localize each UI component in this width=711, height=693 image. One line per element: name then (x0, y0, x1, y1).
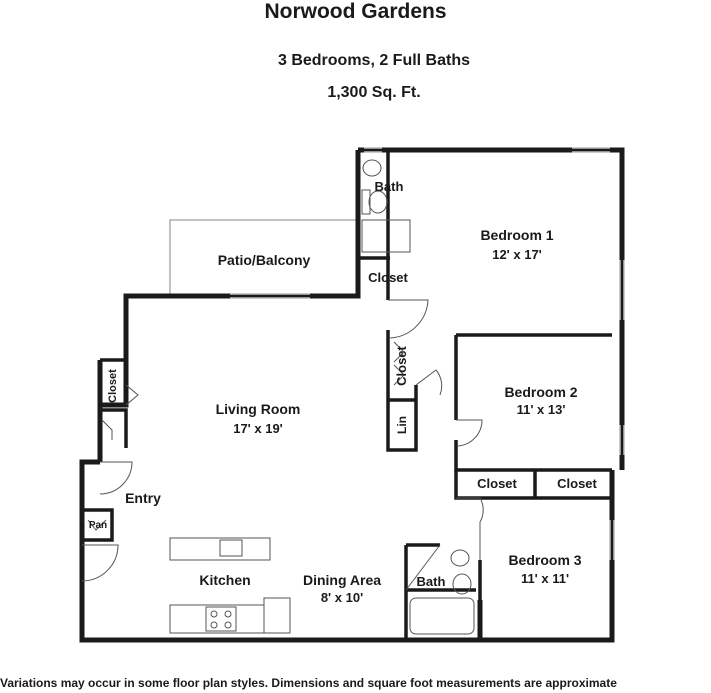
closet-top-label: Closet (368, 270, 408, 285)
bedroom1-label: Bedroom 1 (480, 227, 553, 243)
bedroom2-size: 11' x 13' (517, 402, 566, 417)
fixtures (169, 159, 475, 635)
square-footage: 1,300 Sq. Ft. (327, 84, 421, 101)
closet-left-label: Closet (107, 369, 119, 403)
bedroom3-size: 11' x 11' (521, 571, 569, 586)
dining-area-label: Dining Area (303, 572, 381, 588)
bath-top-label: Bath (375, 179, 404, 194)
linen-label: Lin (395, 416, 409, 434)
closet-b2-left-label: Closet (477, 476, 517, 491)
living-room-label: Living Room (216, 401, 301, 417)
bedroom3-label: Bedroom 3 (508, 552, 581, 568)
pantry-label: Pan (89, 520, 107, 531)
bedroom1-size: 12' x 17' (492, 247, 542, 262)
dining-area-size: 8' x 10' (321, 590, 363, 605)
bedroom2-label: Bedroom 2 (504, 384, 577, 400)
bath-bottom-label: Bath (417, 574, 446, 589)
kitchen-label: Kitchen (199, 572, 250, 588)
living-room-size: 17' x 19' (233, 421, 283, 436)
closet-b2-right-label: Closet (557, 476, 597, 491)
closet-mid-label: Closet (394, 345, 409, 385)
plan-title: Norwood Gardens (264, 0, 447, 23)
windows (230, 147, 625, 560)
patio-label: Patio/Balcony (218, 252, 311, 268)
entry-label: Entry (125, 490, 161, 506)
disclaimer-footer: Variations may occur in some floor plan … (0, 676, 617, 690)
bed-bath-subtitle: 3 Bedrooms, 2 Full Baths (277, 52, 471, 69)
door-swings (81, 299, 484, 591)
interior-walls (82, 150, 612, 640)
